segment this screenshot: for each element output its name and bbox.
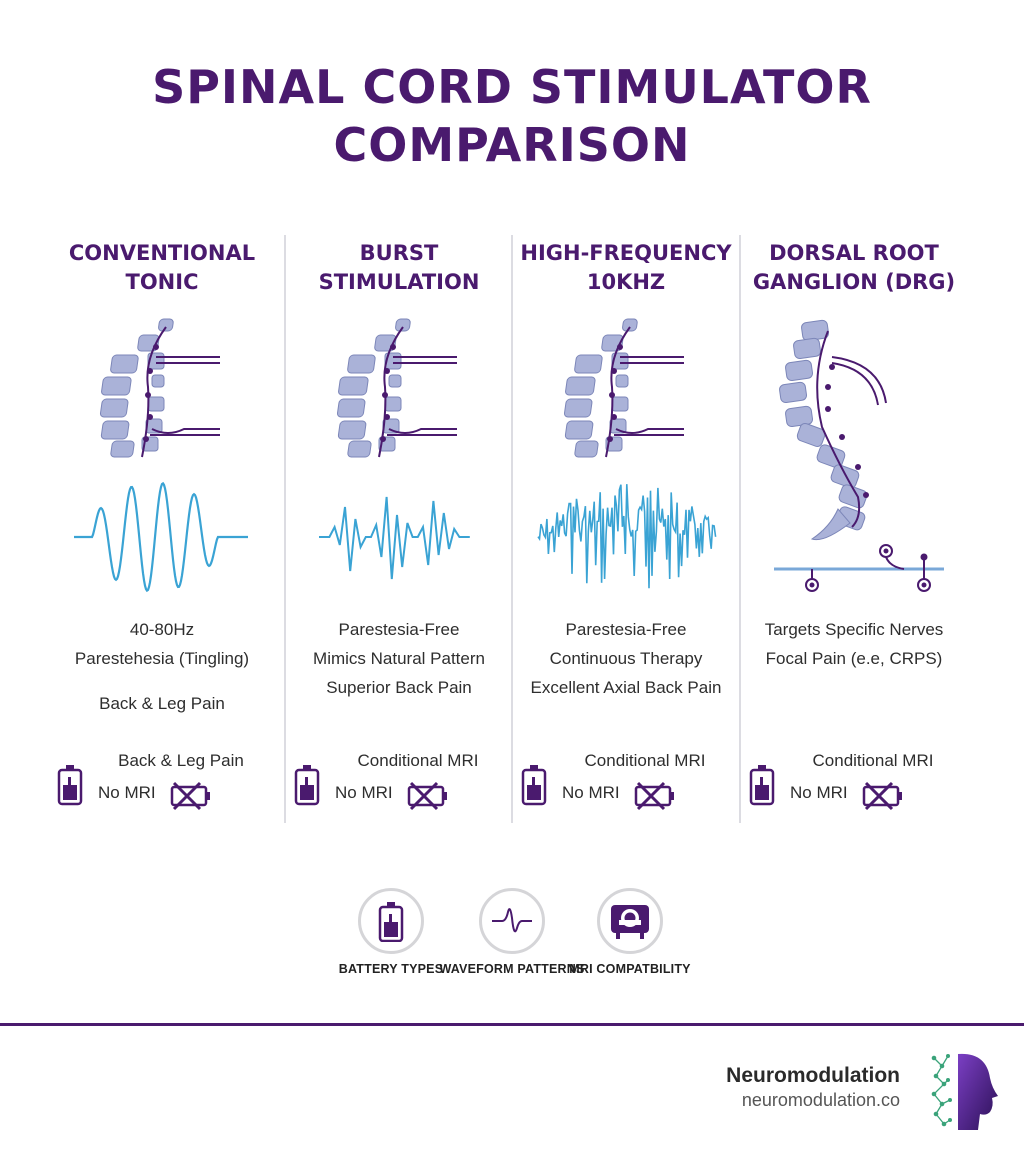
column-title-line-2: STIMULATION [318,270,480,294]
column-title-line-2: GANGLION (DRG) [752,270,956,294]
meta-line-1: Back & Leg Pain [118,751,244,770]
feature-sensation: Parestesia-Free [565,620,687,639]
battery-mri-info: Conditional MRI No MRI [512,745,740,815]
feature-targeting: Targets Specific Nerves [764,620,944,639]
legend-label: BATTERY TYPES [338,962,444,976]
waveform-icon [492,908,532,933]
battery-icon [57,765,83,806]
battery-icon [521,765,547,806]
sine-waveform-icon [74,481,248,593]
legend-waveform-patterns: WAVEFORM PATTERNS [437,888,587,976]
feature-indication: Focal Pain (e.e, CRPS) [765,649,943,668]
battery-mri-info: Back & Leg Pain No MRI [48,745,276,815]
mri-status: No MRI [335,783,393,802]
no-mri-battery-icon [862,781,902,811]
page-title-line-2: COMPARISON [333,118,691,172]
mri-compatibility: Conditional MRI [357,751,479,770]
feature-list: Targets Specific Nerves Focal Pain (e.e,… [740,615,968,673]
feature-indication: Back & Leg Pain [99,694,225,713]
column-title-line-1: CONVENTIONAL [68,241,256,265]
feature-sensation: Parestehesia (Tingling) [74,649,250,668]
no-mri-battery-icon [634,781,674,811]
legend-icon-circle [358,888,424,954]
mri-status: No MRI [98,783,156,802]
battery-icon [294,765,320,806]
brand-block: Neuromodulation neuromodulation.co [726,1064,900,1111]
feature-list: Parestesia-Free Mimics Natural Pattern S… [285,615,513,702]
legend-label: WAVEFORM PATTERNS [439,962,585,976]
legend-label: MRI COMPATBILITY [569,962,691,976]
column-dorsal-root-ganglion: DORSAL ROOT GANGLION (DRG) Targets Speci… [740,235,968,825]
brand-name: Neuromodulation [726,1064,900,1087]
mri-status: No MRI [562,783,620,802]
legend-icon-circle [597,888,663,954]
battery-icon [378,902,404,942]
mri-compatibility: Conditional MRI [812,751,934,770]
battery-mri-info: Conditional MRI No MRI [740,745,968,815]
column-title: HIGH-FREQUENCY 10KHZ [512,239,740,297]
feature-list: Parestesia-Free Continuous Therapy Excel… [512,615,740,702]
feature-indication: Excellent Axial Back Pain [530,678,722,697]
battery-mri-info: Conditional MRI No MRI [285,745,513,815]
mri-compatibility: Conditional MRI [584,751,706,770]
column-divider [739,235,741,823]
column-burst-stimulation: BURST STIMULATION Parestesia-Free Mimics… [285,235,513,825]
feature-sensation: Parestesia-Free [338,620,460,639]
column-title: DORSAL ROOT GANGLION (DRG) [740,239,968,297]
feature-list: 40-80Hz Parestehesia (Tingling) Back & L… [48,615,276,718]
spine-lead-icon [336,318,457,458]
spine-lead-icon [99,318,220,458]
brand-url: neuromodulation.co [741,1090,900,1110]
battery-icon [749,765,775,806]
legend-battery-types: BATTERY TYPES [316,888,466,976]
feature-frequency: 40-80Hz [129,620,195,639]
footer-divider [0,1023,1024,1026]
column-high-frequency: HIGH-FREQUENCY 10KHZ Parestesia-Free Con… [512,235,740,825]
column-title-line-2: 10KHZ [586,270,666,294]
page-title-line-1: SPINAL CORD STIMULATOR [152,60,872,114]
mri-status: No MRI [790,783,848,802]
legend-icon-circle [479,888,545,954]
column-title-line-1: BURST [359,241,439,265]
page-title: SPINAL CORD STIMULATOR COMPARISON [0,58,1024,174]
column-conventional-tonic: CONVENTIONAL TONIC 40-80Hz Parestehesia … [48,235,276,825]
column-title: CONVENTIONAL TONIC [48,239,276,297]
mri-scanner-icon [611,905,649,939]
drg-spine-lead-icon [774,319,944,592]
no-mri-battery-icon [170,781,210,811]
feature-indication: Superior Back Pain [326,678,472,697]
column-title-line-1: HIGH-FREQUENCY [520,241,732,265]
column-title-line-2: TONIC [125,270,199,294]
column-divider [511,235,513,823]
column-divider [284,235,286,823]
burst-waveform-icon [319,496,470,580]
brain-head-logo-icon [931,1053,998,1130]
column-title-line-1: DORSAL ROOT [769,241,939,265]
spine-lead-icon [563,318,684,458]
feature-pattern: Mimics Natural Pattern [313,649,485,668]
high-frequency-waveform-icon [537,484,717,589]
no-mri-battery-icon [407,781,447,811]
feature-therapy: Continuous Therapy [549,649,703,668]
legend-mri-compatibility: MRI COMPATBILITY [555,888,705,976]
column-title: BURST STIMULATION [285,239,513,297]
